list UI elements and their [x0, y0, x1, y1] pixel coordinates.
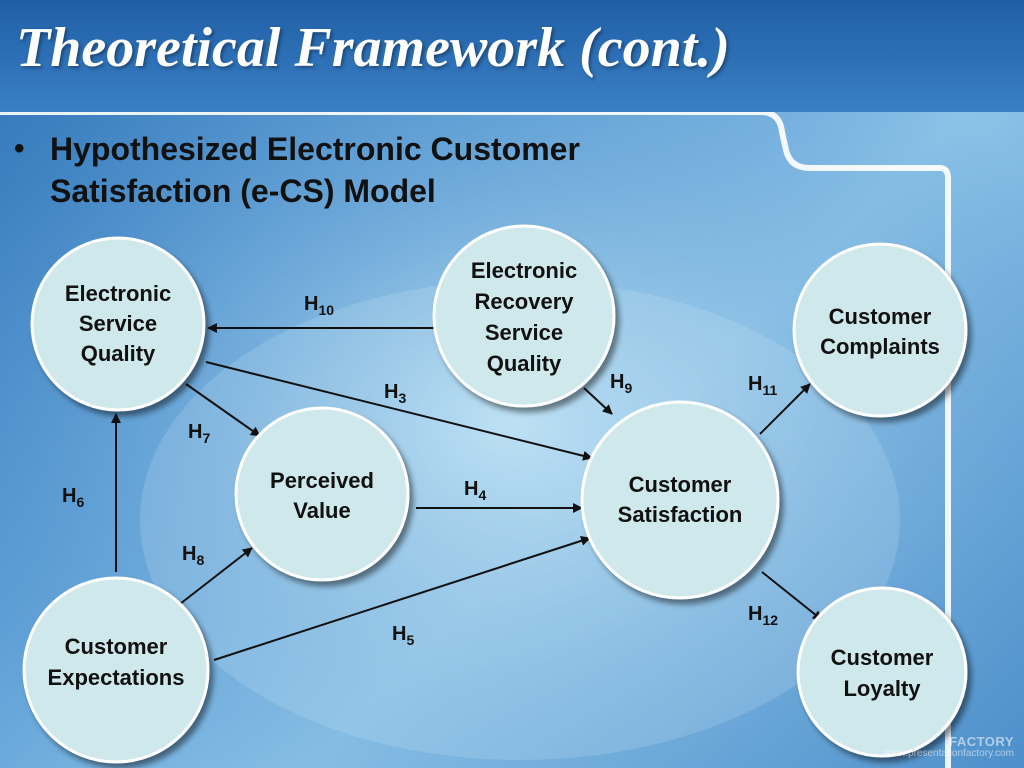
node-label: Perceived — [270, 468, 374, 493]
node-label: Expectations — [48, 665, 185, 690]
node-label: Service — [79, 311, 157, 336]
hypothesis-label-h5: H5 — [392, 623, 414, 648]
hypothesis-label-h6: H6 — [62, 485, 84, 510]
hypothesis-label-h11: H11 — [748, 373, 777, 398]
node-label: Customer — [829, 304, 932, 329]
arrow-h12 — [761, 571, 823, 621]
node-customer-expectations: Customer Expectations — [22, 576, 210, 764]
node-perceived-value: Perceived Value — [234, 406, 410, 582]
arrow-h9 — [583, 387, 613, 415]
node-label: Recovery — [474, 289, 574, 314]
node-electronic-recovery-service-quality: Electronic Recovery Service Quality — [432, 224, 616, 408]
arrow-h8 — [179, 547, 253, 605]
watermark: FACTORY www.presentationfactory.com — [884, 734, 1014, 760]
arrow-h7 — [185, 383, 261, 437]
node-customer-loyalty: Customer Loyalty — [796, 586, 968, 758]
arrow-h3 — [205, 361, 593, 461]
node-customer-complaints: Customer Complaints — [792, 242, 968, 418]
hypothesis-label-h3: H3 — [384, 381, 406, 406]
watermark-url: www.presentationfactory.com — [884, 748, 1014, 759]
node-label: Satisfaction — [618, 502, 743, 527]
hypothesis-label-h12: H12 — [748, 603, 778, 628]
model-subtitle-line-2: Satisfaction (e-CS) Model — [50, 173, 436, 209]
slide-title: Theoretical Framework (cont.) — [16, 17, 730, 79]
hypothesis-labels: H10 H3 H9 H11 H7 H6 H4 H8 H5 H12 — [62, 293, 778, 648]
model-subtitle-line-1: Hypothesized Electronic Customer — [50, 131, 580, 167]
bullet-dot: • — [14, 132, 25, 165]
node-label: Customer — [629, 472, 732, 497]
arrow-h5 — [213, 536, 591, 661]
node-label: Customer — [831, 645, 934, 670]
node-label: Quality — [487, 351, 562, 376]
node-label: Service — [485, 320, 563, 345]
model-subtitle: Hypothesized Electronic Customer Satisfa… — [50, 128, 710, 212]
node-label: Loyalty — [843, 676, 921, 701]
hypothesis-label-h9: H9 — [610, 371, 632, 396]
title-band — [0, 0, 1024, 112]
node-electronic-service-quality: Electronic Service Quality — [30, 236, 206, 412]
node-customer-satisfaction: Customer Satisfaction — [580, 400, 780, 600]
watermark-brand: FACTORY — [949, 734, 1014, 749]
node-label: Electronic — [471, 258, 577, 283]
node-label: Customer — [65, 634, 168, 659]
arrows — [111, 323, 823, 661]
node-label: Value — [293, 498, 350, 523]
node-label: Electronic — [65, 281, 171, 306]
hypothesis-label-h7: H7 — [188, 421, 210, 446]
hypothesis-label-h10: H10 — [304, 293, 334, 318]
node-label: Complaints — [820, 334, 940, 359]
node-label: Quality — [81, 341, 156, 366]
hypothesis-label-h4: H4 — [464, 478, 486, 503]
arrow-h11 — [759, 383, 811, 435]
hypothesis-label-h8: H8 — [182, 543, 204, 568]
